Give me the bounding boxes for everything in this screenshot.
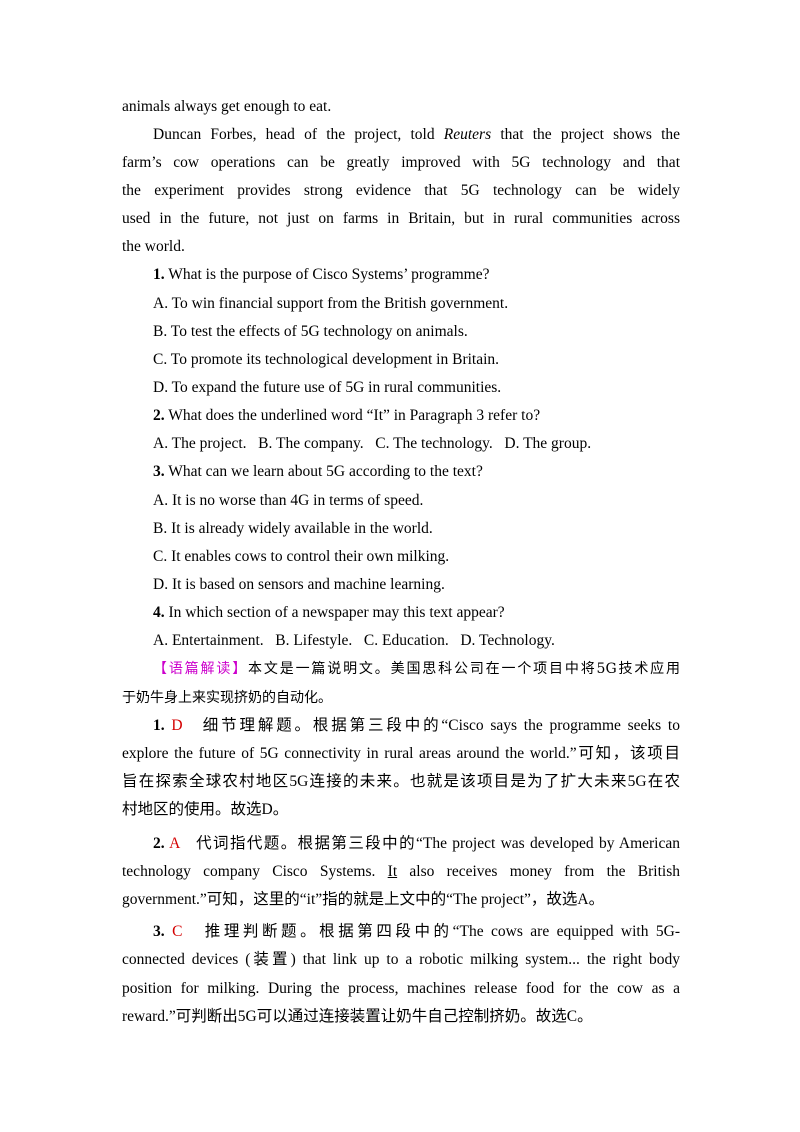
question-1-option-b: B. To test the effects of 5G technology … [153,323,468,340]
question-3-option-c: C. It enables cows to control their own … [153,548,450,565]
passage-line: the experiment provides strong evidence … [122,182,680,199]
answer-1-line: 旨在探索全球农村地区5G连接的未来。也就是该项目是为了扩大未来5G在农 [122,773,680,790]
question-2-options: A. The project. B. The company. C. The t… [153,435,592,452]
passage-line: farm’s cow operations can be greatly imp… [122,154,680,171]
answer-1-line: explore the future of 5G connectivity in… [122,745,680,762]
underlined-word: It [387,863,398,880]
passage-line: animals always get enough to eat. [122,98,332,115]
passage-analysis: 【语篇解读】本文是一篇说明文。美国思科公司在一个项目中将5G技术应用 [153,661,680,677]
answer-letter: A [169,835,181,852]
answer-letter: D [171,717,183,734]
passage-line: the world. [122,238,185,255]
answer-3-line: connected devices (装置) that link up to a… [122,951,680,968]
question-4-options: A. Entertainment. B. Lifestyle. C. Educa… [153,632,555,649]
passage-line: used in the future, not just on farms in… [122,210,680,227]
answer-1: 1. D 细节理解题。根据第三段中的“Cisco says the progra… [153,717,680,734]
question-3-option-d: D. It is based on sensors and machine le… [153,576,445,593]
question-4: 4. In which section of a newspaper may t… [153,604,505,621]
question-3: 3. What can we learn about 5G according … [153,463,483,480]
question-1-option-a: A. To win financial support from the Bri… [153,295,509,312]
answer-2: 2. A 代词指代题。根据第三段中的“The project was devel… [153,835,680,852]
answer-2-line: government.”可知，这里的“it”指的就是上文中的“The proje… [122,891,605,908]
answer-letter: C [172,923,183,940]
newspaper-name: Reuters [443,126,492,143]
answer-3-line: reward.”可判断出5G可以通过连接装置让奶牛自己控制挤奶。故选C。 [122,1008,593,1025]
question-1-option-d: D. To expand the future use of 5G in rur… [153,379,502,396]
question-1-option-c: C. To promote its technological developm… [153,351,500,368]
analysis-tag: 【语篇解读】 [153,661,249,677]
question-3-option-a: A. It is no worse than 4G in terms of sp… [153,492,424,509]
question-3-option-b: B. It is already widely available in the… [153,520,433,537]
answer-3-line: position for milking. During the process… [122,980,680,997]
answer-2-line: technology company Cisco Systems. It als… [122,863,680,880]
question-1: 1. What is the purpose of Cisco Systems’… [153,266,490,283]
question-2: 2. What does the underlined word “It” in… [153,407,541,424]
answer-3: 3. C 推理判断题。根据第四段中的“The cows are equipped… [153,923,681,940]
answer-1-line: 村地区的使用。故选D。 [122,801,289,818]
passage-line: Duncan Forbes, head of the project, told… [153,126,681,143]
passage-analysis-line: 于奶牛身上来实现挤奶的自动化。 [122,690,332,706]
